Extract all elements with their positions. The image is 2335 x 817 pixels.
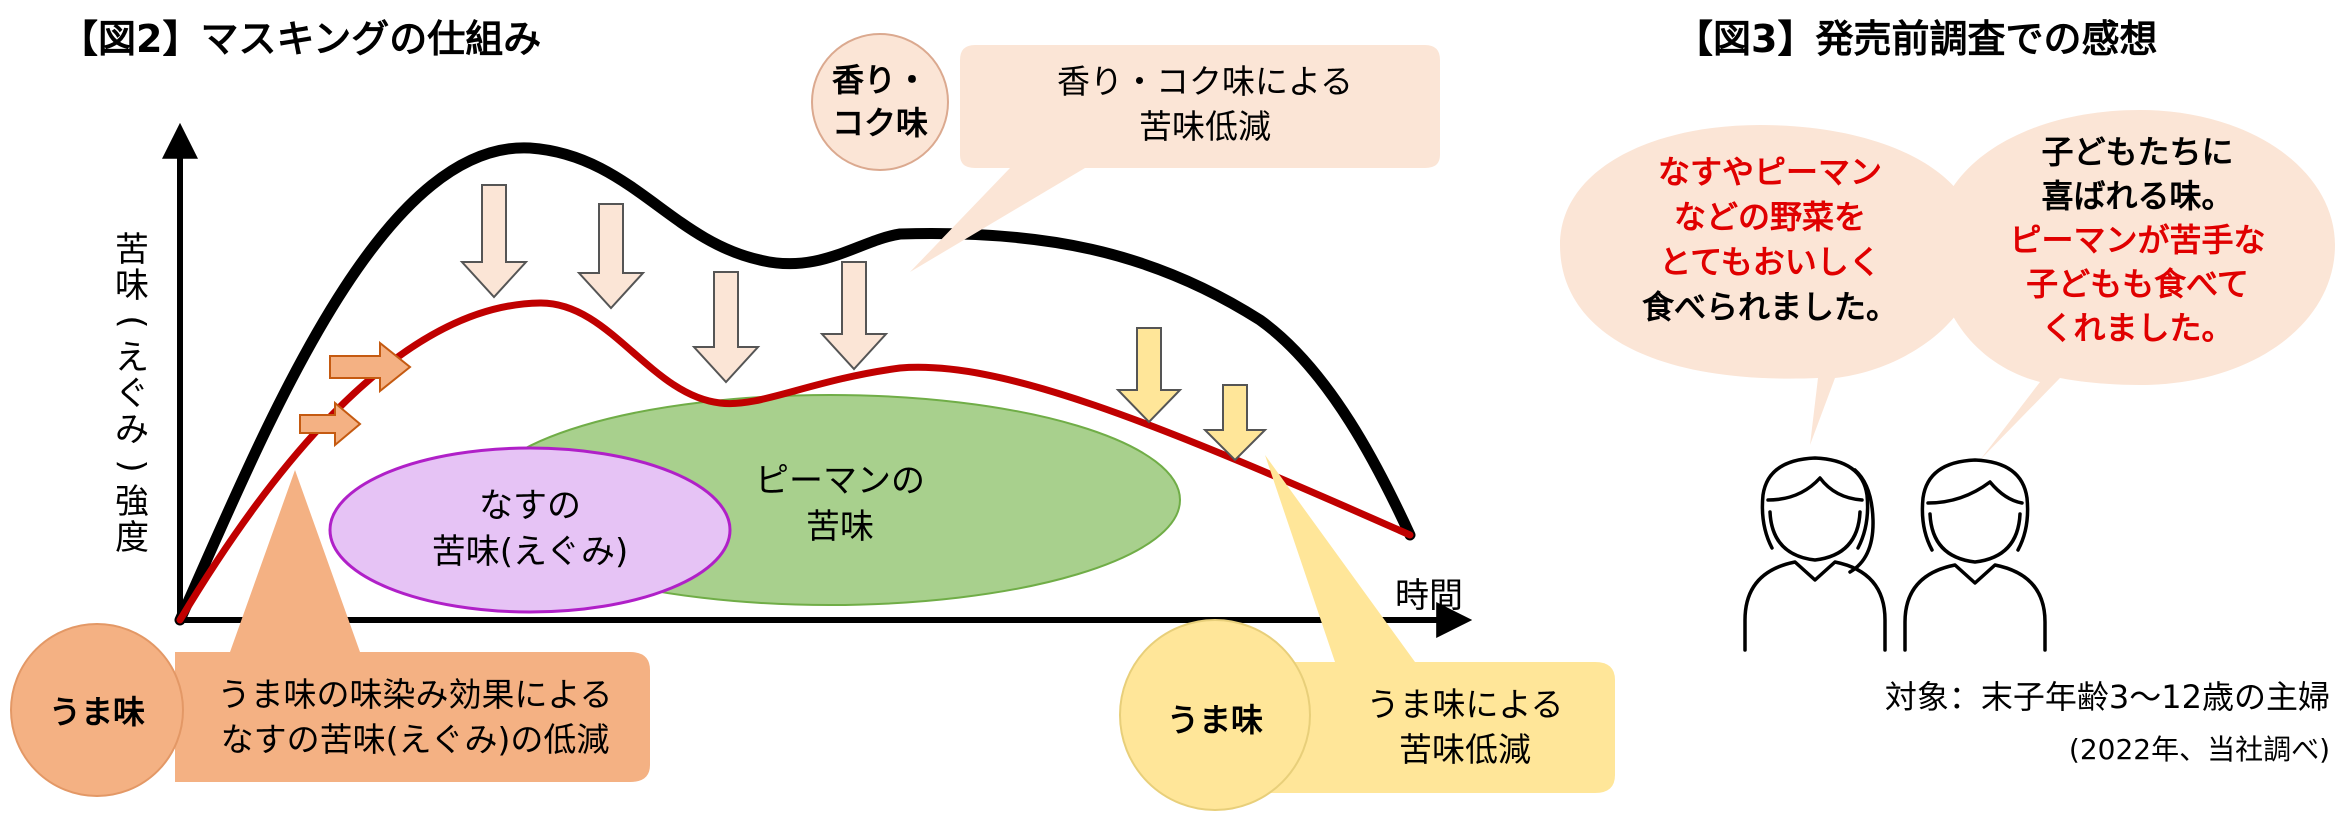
down-arrow-icon <box>691 271 761 384</box>
eggplant-bitterness-ellipse <box>328 446 732 614</box>
x-axis-label: 時間 <box>1395 576 1463 616</box>
umami-right-circle-label: うま味 <box>1166 701 1263 739</box>
fig2-title: 【図2】マスキングの仕組み <box>60 17 542 61</box>
orange-arrow-icon <box>329 340 412 394</box>
woman-icon <box>1743 456 1887 652</box>
umami-left-circle <box>10 623 184 797</box>
down-arrow-icon <box>459 184 529 299</box>
umami-right-circle <box>1119 619 1311 811</box>
woman-icon <box>1903 458 2047 652</box>
down-arrow-icon <box>1202 384 1268 462</box>
left-speech-bubble <box>1560 125 1980 445</box>
survey-subject: 対象：末子年齢3～12歳の主婦 <box>1884 678 2330 716</box>
down-arrow-icon <box>576 203 646 310</box>
umami-right-callout-text: うま味による 苦味低減 <box>1366 684 1564 769</box>
eggplant-label: なすの 苦味(えぐみ) <box>431 486 629 572</box>
umami-right-callout-tail <box>1500 662 1615 793</box>
right-bubble-text: 子どもたちに 喜ばれる味。 ピーマンが苦手な 子どもも食べて くれました。 <box>2009 133 2266 347</box>
orange-arrow-icon <box>299 400 362 448</box>
y-axis-label: 苦 味 ( え ぐ み ) 強 度 <box>112 230 152 558</box>
right-speech-bubble <box>1935 110 2335 460</box>
umami-left-callout <box>175 470 650 782</box>
umami-left-circle-label: うま味 <box>48 693 145 731</box>
aroma-callout-text: 香り・コク味による 苦味低減 <box>1056 62 1353 146</box>
original-bitterness-curve <box>174 142 1416 626</box>
down-arrow-icon <box>819 261 889 371</box>
aroma-circle-label: 香り・ コク味 <box>831 60 928 142</box>
aroma-callout <box>910 45 1440 272</box>
masking-diagram <box>10 33 1500 811</box>
pepper-label: ピーマンの 苦味 <box>755 461 925 547</box>
aroma-circle <box>811 33 949 171</box>
reduced-bitterness-curve <box>176 299 1414 624</box>
left-bubble-text: なすやピーマン などの野菜を とてもおいしく 食べられました。 <box>1641 153 1898 326</box>
fig3-title: 【図3】発売前調査での感想 <box>1675 17 2158 61</box>
survey-figure <box>1560 110 2335 652</box>
umami-left-callout-text: うま味の味染み効果による なすの苦味(えぐみ)の低減 <box>217 674 613 759</box>
down-arrow-icon <box>1115 327 1183 424</box>
survey-source: (2022年、当社調べ) <box>2068 733 2330 766</box>
